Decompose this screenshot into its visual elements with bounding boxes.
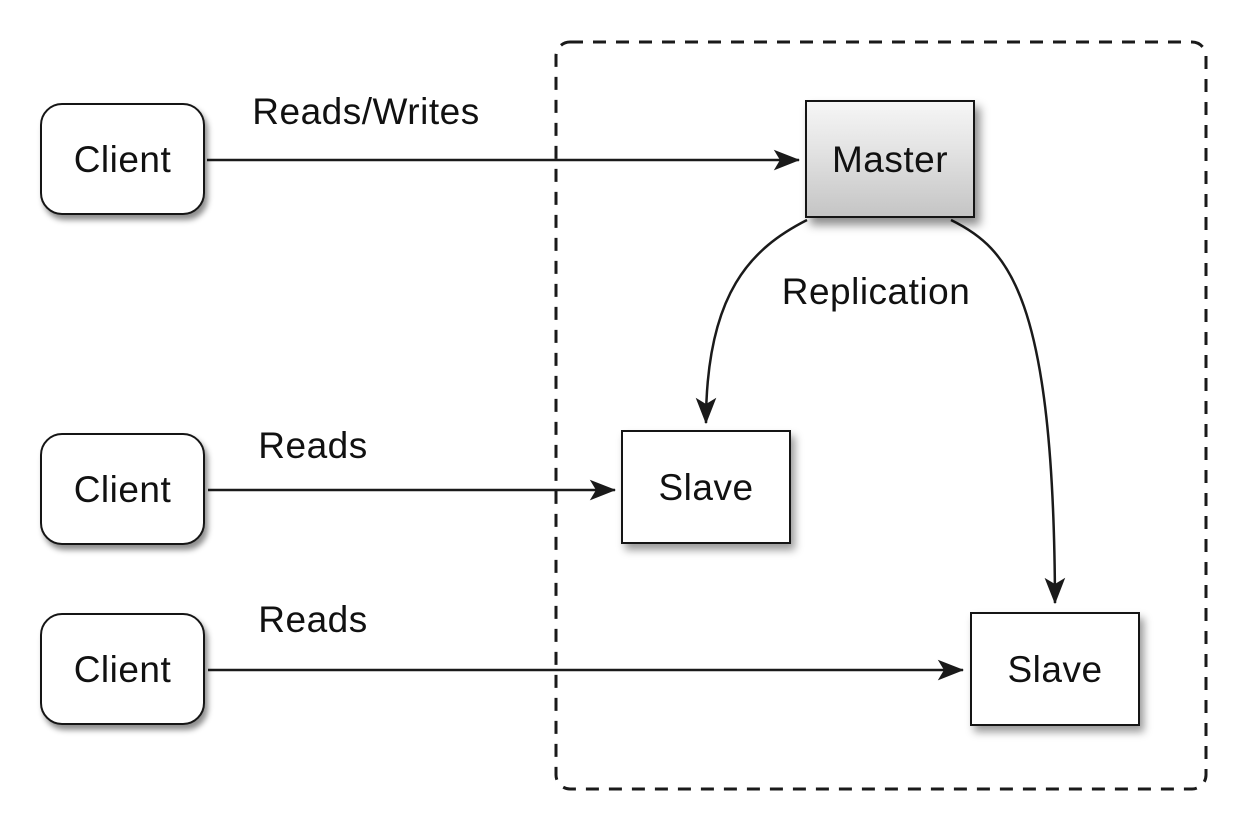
client-node-3-label: Client	[73, 648, 172, 690]
slave-node-2-label: Slave	[1007, 648, 1103, 690]
client-node-2: Client	[40, 433, 205, 545]
edge-label-reads-writes: Reads/Writes	[252, 91, 480, 132]
arrow-master-to-slave1	[695, 218, 808, 425]
client-node-2-label: Client	[73, 468, 172, 510]
arrow-master-to-slave2	[950, 218, 1066, 605]
client-node-1: Client	[40, 103, 205, 215]
replication-cluster-boundary	[554, 40, 1208, 791]
master-node-label: Master	[831, 138, 949, 180]
edge-label-replication: Replication	[781, 271, 971, 312]
slave-node-1-label: Slave	[658, 466, 754, 508]
master-node: Master	[805, 100, 975, 218]
client-node-1-label: Client	[73, 138, 172, 180]
client-node-3: Client	[40, 613, 205, 725]
slave-node-1: Slave	[621, 430, 791, 544]
edge-label-reads-mid: Reads	[258, 425, 368, 466]
slave-node-2: Slave	[970, 612, 1140, 726]
edge-label-reads-bottom: Reads	[258, 599, 368, 640]
